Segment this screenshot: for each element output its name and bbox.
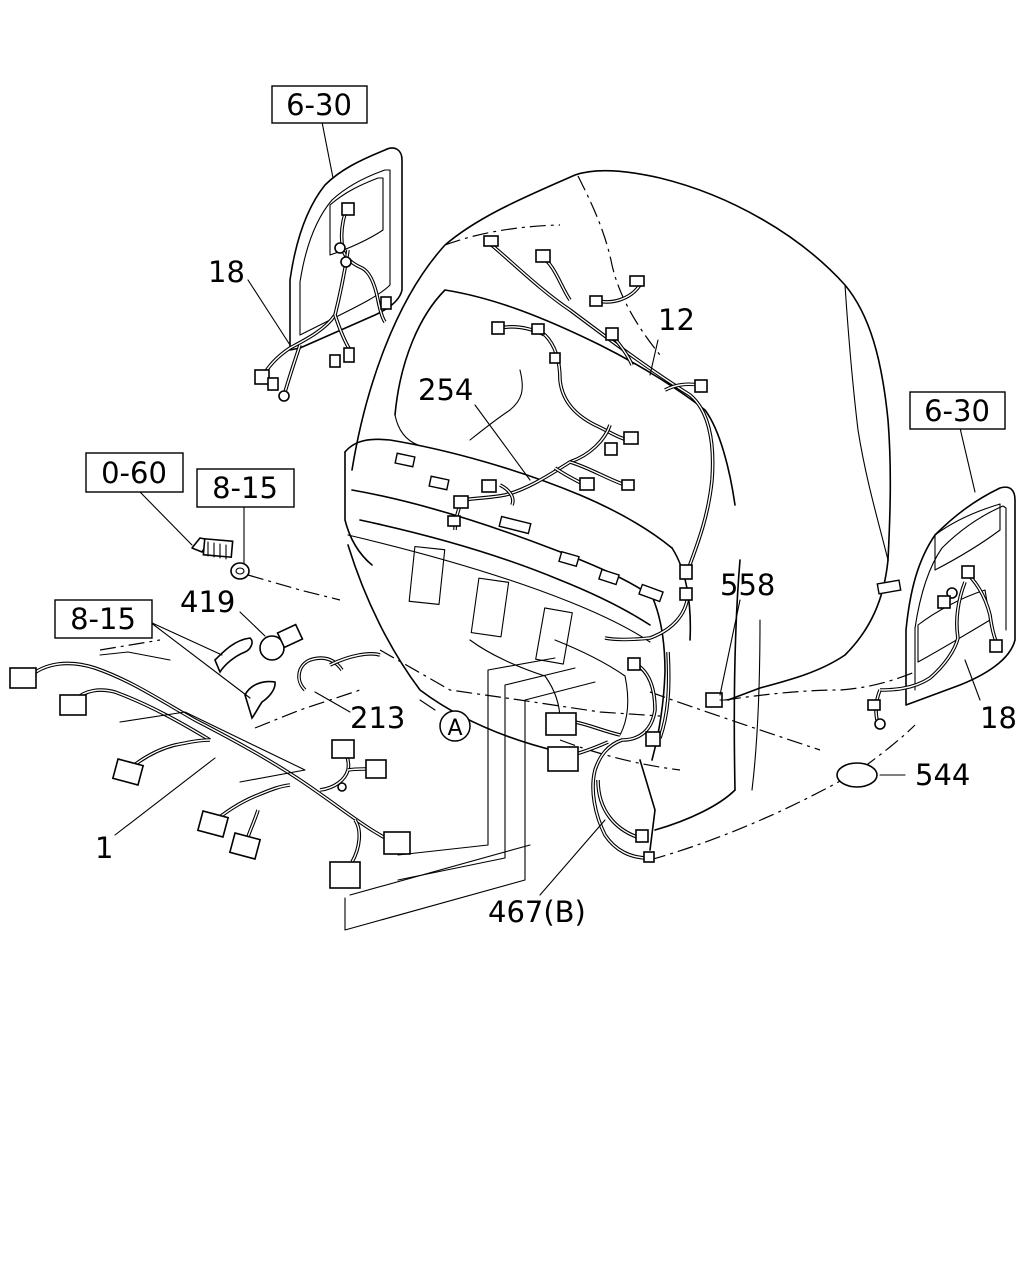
left-door [254, 147, 403, 402]
ref-box-label: 8-15 [212, 471, 278, 505]
right-door [867, 486, 1016, 730]
label-leaders [114, 121, 981, 896]
ref-box-8-15-top: 8-15 [196, 468, 295, 508]
dash-harness [447, 321, 639, 531]
part-label-419: 419 [180, 585, 235, 619]
part-label-18-left: 18 [208, 255, 245, 289]
part-label-12: 12 [658, 303, 695, 337]
ref-box-6-30-right: 6-30 [909, 391, 1006, 430]
ref-box-6-30-left: 6-30 [271, 85, 368, 124]
grommet-part [836, 762, 878, 788]
ref-box-label: 6-30 [286, 88, 352, 122]
lower-harness [545, 651, 723, 863]
ref-box-label: 8-15 [70, 602, 136, 636]
washer-part [230, 562, 250, 580]
ref-box-0-60: 0-60 [85, 452, 184, 493]
callout-a-label: A [447, 716, 462, 741]
ref-box-label: 6-30 [924, 394, 990, 428]
cab-body [344, 169, 902, 851]
part-label-467b: 467(B) [488, 895, 586, 929]
plug-part [259, 623, 304, 661]
harness-leaders [99, 651, 596, 931]
part-label-213: 213 [350, 701, 405, 735]
roof-harness [483, 235, 715, 642]
part-label-18-right: 18 [980, 701, 1017, 735]
reference-dash-lines [99, 574, 916, 861]
callout-a: A [439, 710, 471, 742]
bolt-part [191, 537, 234, 560]
part-label-558: 558 [720, 568, 775, 602]
front-harness [9, 661, 411, 889]
part-label-544: 544 [915, 758, 970, 792]
part-label-254: 254 [418, 373, 473, 407]
part-labels: 18 12 254 419 558 213 18 544 1 467(B) [95, 255, 1017, 929]
clip-part [214, 637, 276, 720]
ref-box-8-15-left: 8-15 [54, 599, 153, 639]
small-parts [191, 537, 878, 788]
ref-box-label: 0-60 [101, 456, 167, 490]
part-label-1: 1 [95, 831, 113, 865]
